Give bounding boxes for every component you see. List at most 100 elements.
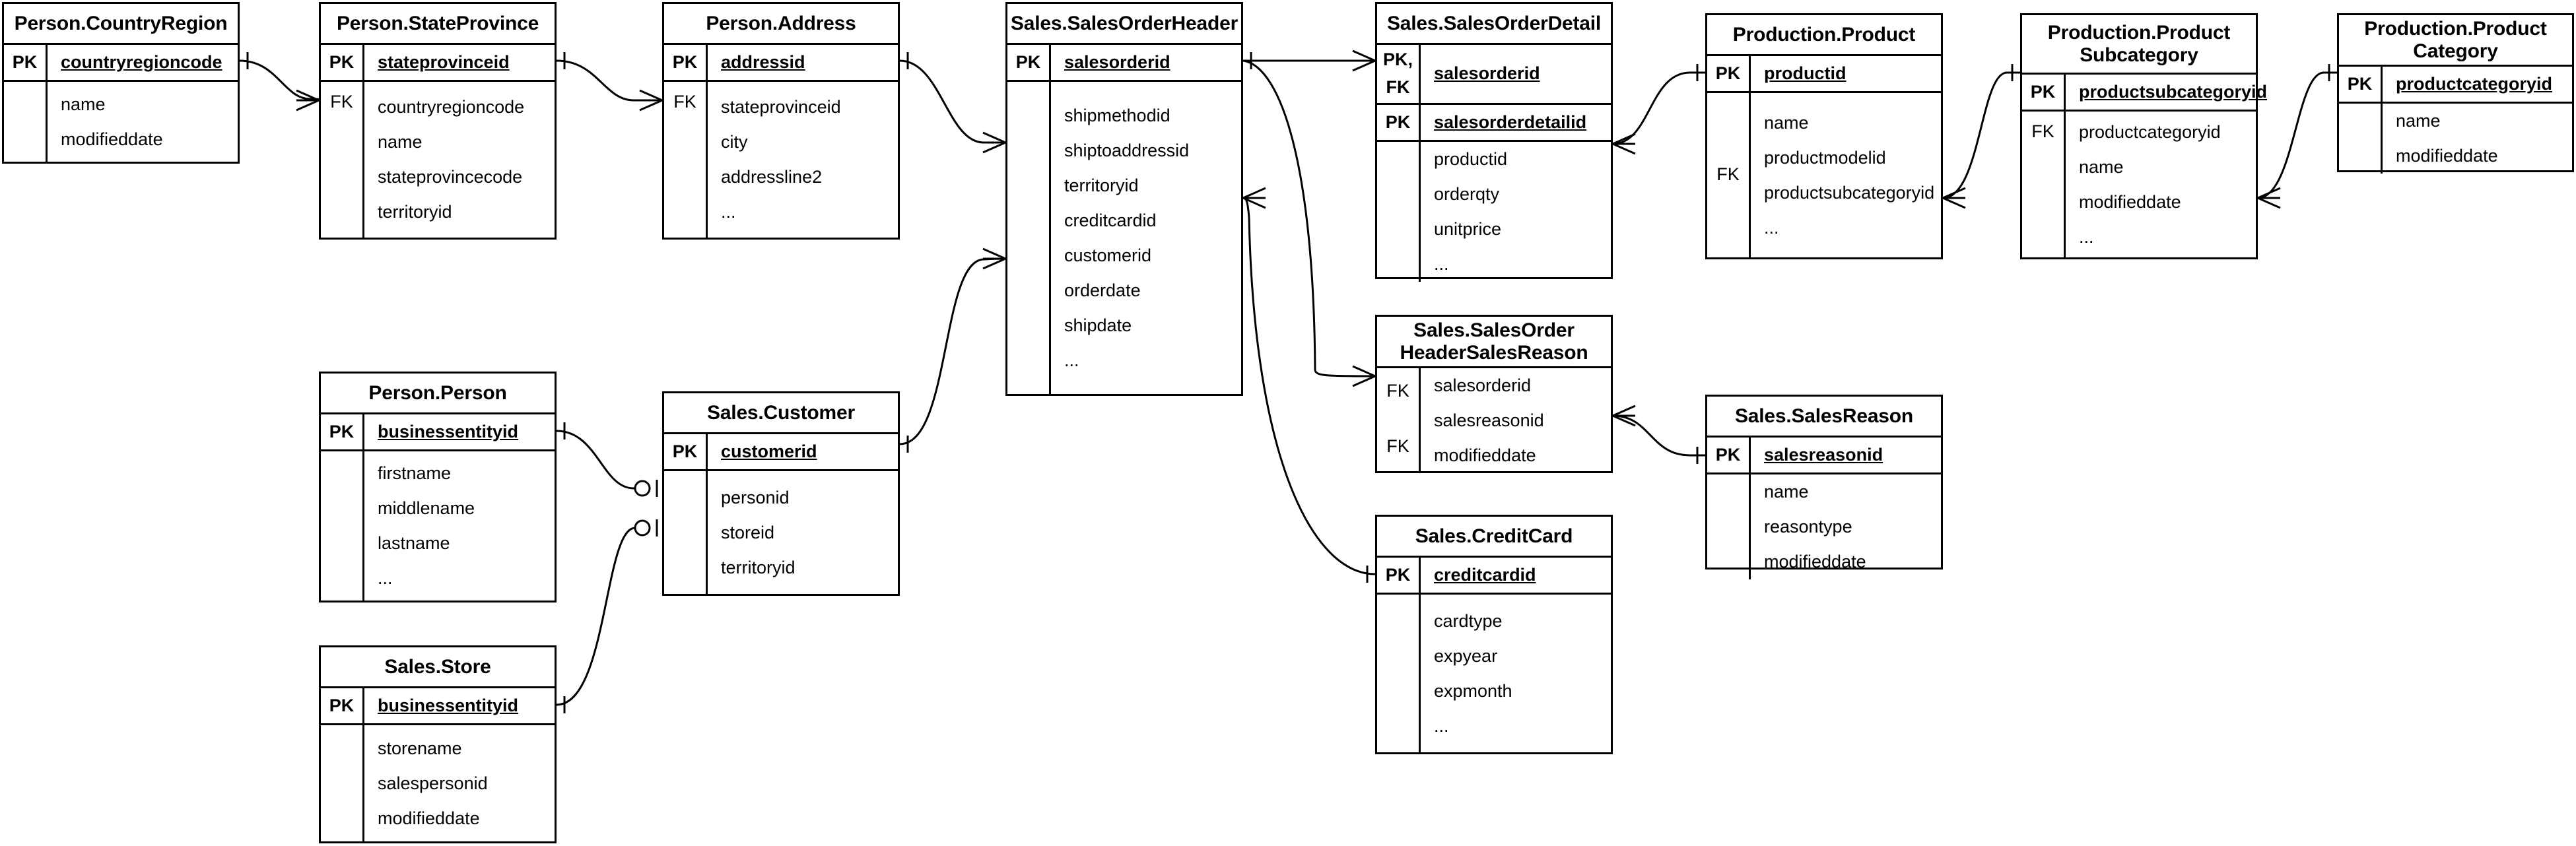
entity-title: Sales.CreditCard — [1377, 517, 1611, 558]
key-marker — [664, 471, 708, 594]
attribute-field: territoryid — [378, 202, 452, 222]
key-marker — [1377, 595, 1421, 752]
attribute-field: ... — [1434, 253, 1449, 274]
attribute-field: customerid — [1064, 245, 1152, 265]
key-marker: PK — [664, 45, 708, 80]
attribute-field: lastname — [378, 533, 450, 553]
attribute-field: name — [378, 132, 423, 152]
attribute-field: modifieddate — [2079, 191, 2181, 212]
key-marker — [1707, 474, 1751, 579]
key-marker: PK — [321, 414, 364, 449]
attribute-list: productid orderqty unitprice... — [1421, 142, 1611, 282]
attribute-list: businessentityid — [364, 688, 555, 723]
attribute-field: unitprice — [1434, 218, 1502, 239]
attribute-field: productmodelid — [1764, 147, 1886, 168]
entity-title: Sales.SalesOrder HeaderSalesReason — [1377, 317, 1611, 368]
attribute-field: modifieddate — [378, 808, 480, 828]
entity-title: Person.StateProvince — [321, 4, 555, 45]
key-marker: FK — [2022, 112, 2066, 257]
attribute-block: productid orderqty unitprice... — [1377, 141, 1611, 282]
primary-key-field: salesorderid — [1434, 63, 1540, 84]
attribute-field: orderqty — [1434, 183, 1500, 204]
primary-key-field: businessentityid — [378, 696, 519, 715]
attribute-field: name — [1764, 482, 1809, 502]
key-marker — [321, 451, 364, 601]
key-marker: PK — [1707, 56, 1751, 91]
key-marker: PK — [2339, 67, 2383, 102]
attribute-field: productid — [1434, 148, 1508, 169]
key-marker: FK — [664, 82, 708, 238]
attribute-field: countryregioncode — [378, 97, 525, 117]
primary-key-field: salesorderdetailid — [1434, 112, 1587, 132]
attribute-field: shipdate — [1064, 315, 1132, 335]
key-marker: PK — [2022, 75, 2066, 110]
attribute-list: countryregioncode — [48, 45, 238, 80]
attribute-field: ... — [1764, 217, 1779, 238]
entity-title: Sales.Customer — [664, 393, 898, 434]
attribute-field: cardtype — [1434, 610, 1503, 631]
primary-key-field: productid — [1764, 63, 1847, 83]
attribute-field: ... — [2079, 226, 2094, 247]
key-marker: PK — [1377, 104, 1421, 140]
attribute-field: productcategoryid — [2079, 121, 2221, 142]
attribute-field: name — [2396, 111, 2441, 131]
entity-title: Sales.Store — [321, 647, 555, 688]
primary-key-field: creditcardid — [1434, 565, 1536, 585]
attribute-field: storename — [378, 738, 462, 758]
key-marker: PK — [1377, 558, 1421, 593]
entity-title: Sales.SalesReason — [1707, 397, 1941, 438]
attribute-field: modifieddate — [1434, 445, 1536, 465]
primary-key-field: salesreasonid — [1764, 445, 1883, 465]
attribute-field: modifieddate — [1764, 552, 1866, 571]
key-marker: FK — [1707, 93, 1751, 257]
attribute-field: creditcardid — [1064, 210, 1157, 230]
key-marker: PK — [1007, 45, 1051, 80]
attribute-list: stateprovinceid — [364, 45, 555, 80]
key-marker — [321, 725, 364, 841]
attribute-field: expyear — [1434, 645, 1498, 666]
attribute-list: addressid — [708, 45, 898, 80]
primary-key-field: productsubcategoryid — [2079, 82, 2268, 102]
key-marker — [2339, 104, 2383, 174]
attribute-field: storeid — [721, 522, 775, 542]
primary-key-field: stateprovinceid — [378, 52, 510, 72]
attribute-list: productid — [1751, 56, 1941, 91]
attribute-list: salesorderid — [1051, 45, 1241, 80]
attribute-field: stateprovinceid — [721, 97, 841, 117]
attribute-block: PK creditcardid — [1377, 558, 1611, 595]
primary-key-field: countryregioncode — [61, 52, 222, 72]
attribute-field: modifieddate — [61, 129, 163, 149]
